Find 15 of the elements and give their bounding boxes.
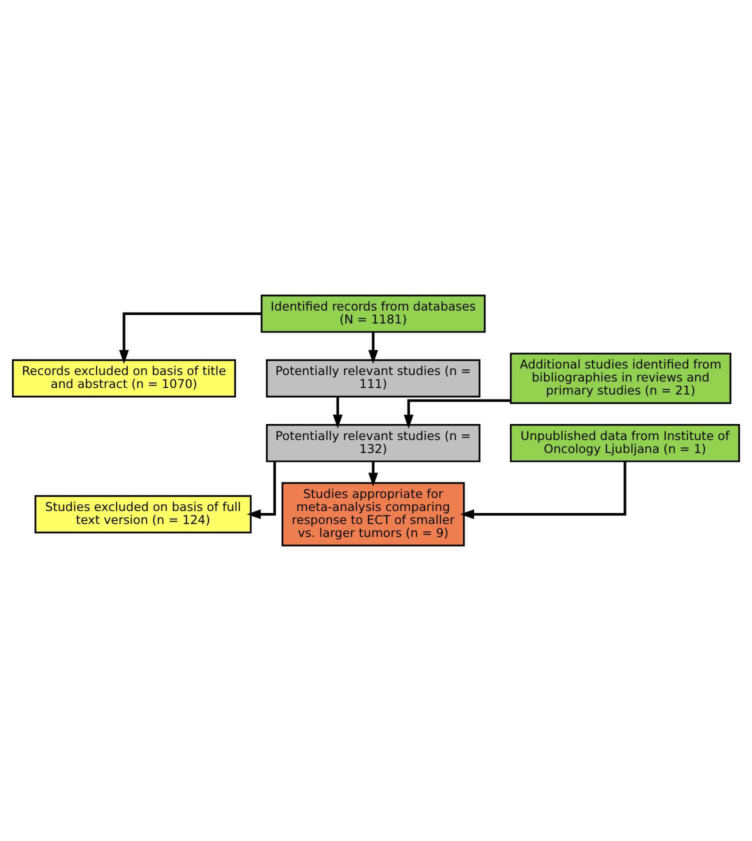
node-box: Potentially relevant studies (n = 111) xyxy=(266,359,480,398)
node-box: Studies appropriate for meta-analysis comparing response to ECT of smaller vs. larger tumors (n = 9) xyxy=(282,482,465,546)
arrow xyxy=(460,461,626,520)
node-box: Additional studies identified from bibliographies in reviews and primary studies (n = 21) xyxy=(510,352,732,404)
arrow xyxy=(119,312,262,364)
arrow xyxy=(246,461,276,520)
node-box: Studies excluded on basis of full text version (n = 124) xyxy=(34,495,252,534)
arrow xyxy=(332,396,343,429)
node-box: Unpublished data from Institute of Oncology Ljubljana (n = 1) xyxy=(510,424,740,462)
arrow xyxy=(404,399,511,429)
node-box: Records excluded on basis of title and abstract (n = 1070) xyxy=(12,359,236,398)
arrow xyxy=(368,461,378,487)
arrow xyxy=(368,332,378,364)
node-box: Potentially relevant studies (n = 132) xyxy=(266,424,480,462)
node-box: Identified records from databases (N = 1181) xyxy=(260,294,486,333)
